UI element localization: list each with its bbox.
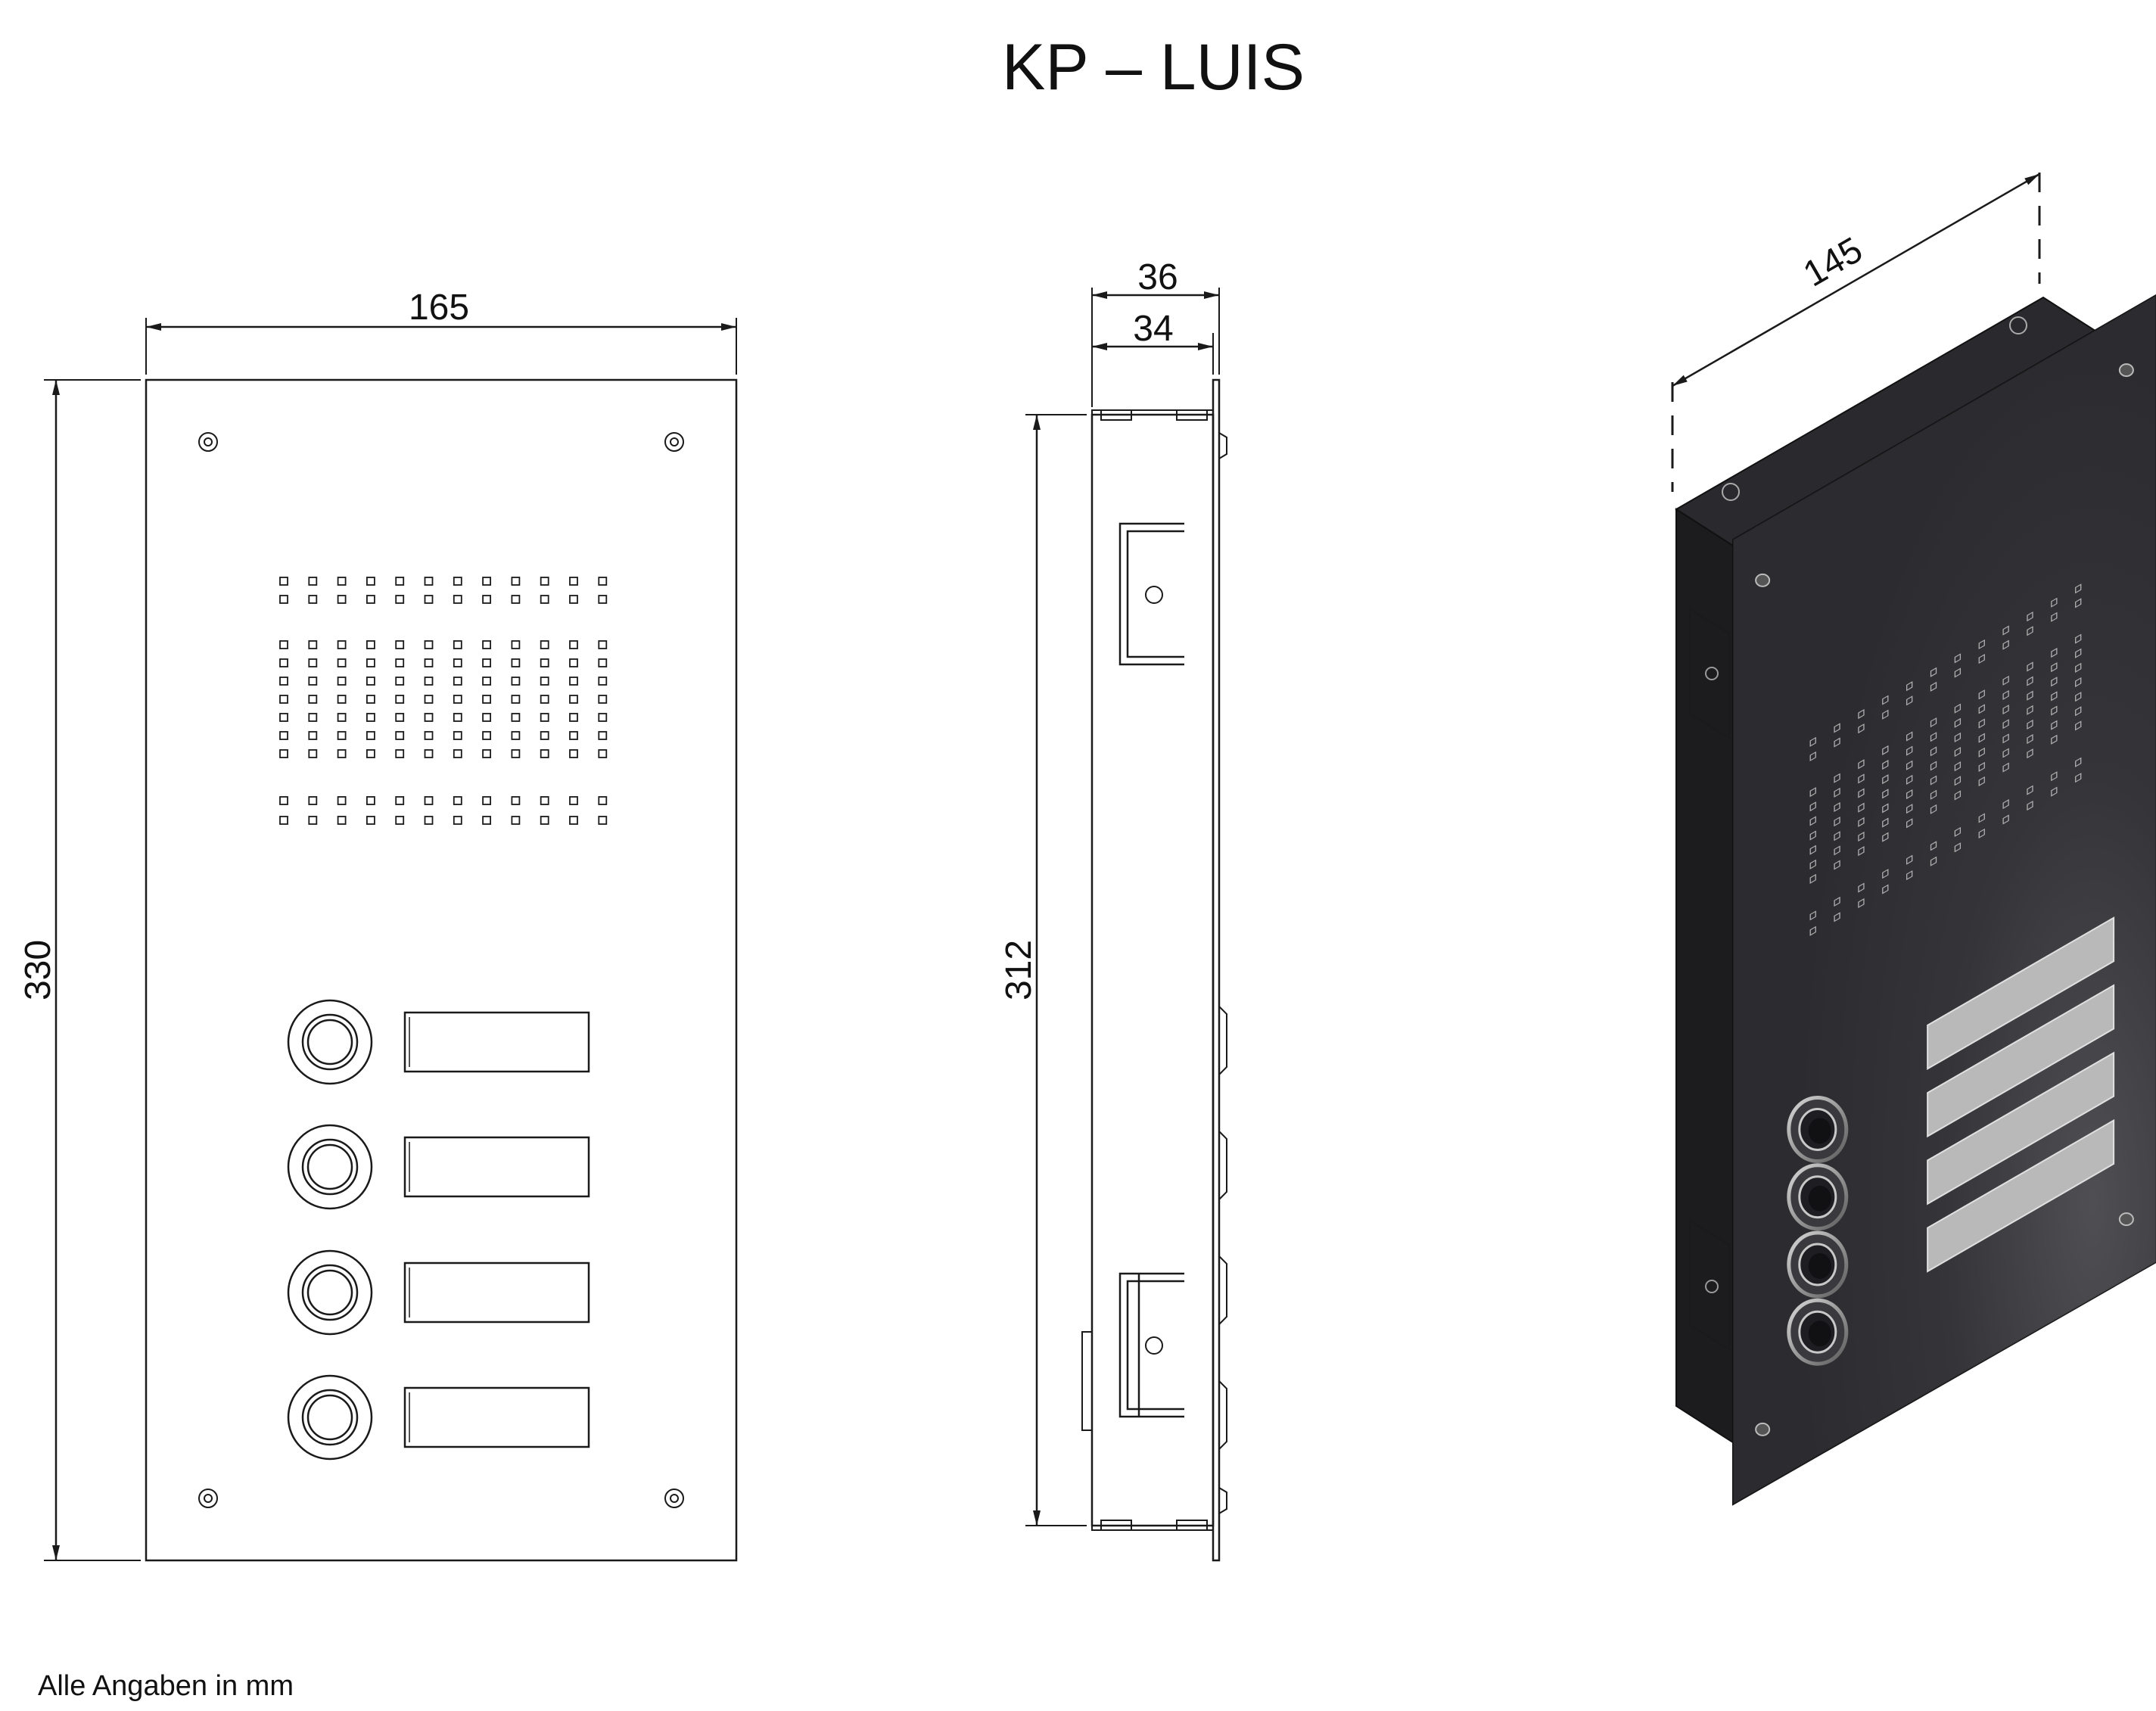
iso-screw-icon (2118, 1212, 2134, 1227)
screw-icon (664, 1489, 684, 1508)
housing-height-label: 312 (999, 940, 1039, 1000)
speaker-grille (279, 577, 608, 825)
front-panel-outline (145, 378, 738, 1562)
screw-icon (198, 432, 218, 452)
iso-screw-icon (2118, 363, 2134, 378)
iso-bell-button (1787, 1095, 1849, 1163)
drawing-title: KP – LUIS (1002, 31, 1305, 104)
side-housing (1090, 413, 1215, 1527)
name-plates (403, 1011, 590, 1448)
name-plate (403, 1011, 590, 1073)
mounting-clip-top (1118, 522, 1184, 666)
side-button-bumps (1218, 432, 1227, 1514)
iso-name-plate (1927, 1118, 2115, 1273)
name-plate (403, 1261, 590, 1324)
iso-bell-button (1787, 1298, 1849, 1366)
iso-name-plates (1927, 916, 2115, 1273)
iso-length-label: 145 (1797, 230, 1869, 295)
bell-button (287, 1249, 373, 1336)
bell-button (287, 999, 373, 1085)
screw-icon (198, 1489, 218, 1508)
iso-screw-icon (1755, 1422, 1771, 1436)
front-view: 165 330 (18, 288, 738, 1562)
screw-icon (664, 432, 684, 452)
iso-name-plate (1927, 916, 2115, 1071)
iso-name-plate (1927, 984, 2115, 1138)
name-plate (403, 1136, 590, 1198)
bell-buttons (287, 999, 373, 1461)
iso-bell-button (1787, 1163, 1849, 1231)
footer-note: Alle Angaben in mm (38, 1670, 294, 1702)
bell-button (287, 1124, 373, 1210)
housing-height-dimension: 312 (999, 414, 1087, 1526)
iso-screw-icon (1755, 573, 1771, 587)
housing-depth-dimension: 34 (1092, 309, 1214, 375)
width-dimension-label: 165 (409, 288, 469, 328)
iso-screws (1755, 363, 2134, 1436)
iso-view: 145 (1671, 173, 2156, 1506)
iso-bell-button (1787, 1230, 1849, 1299)
width-dimension: 165 (145, 288, 737, 375)
iso-name-plate (1927, 1051, 2115, 1205)
front-screws (198, 432, 684, 1508)
side-view: 36 34 312 (999, 257, 1227, 1562)
iso-bell-buttons (1787, 1095, 1849, 1366)
mounting-clip-bottom (1118, 1272, 1184, 1418)
bell-button (287, 1374, 373, 1461)
iso-speaker-grille (1809, 583, 2082, 936)
height-dimension-label: 330 (18, 940, 58, 1000)
iso-housing-side (1675, 508, 1736, 1445)
height-dimension: 330 (18, 379, 141, 1561)
total-depth-dimension: 36 (1091, 257, 1220, 407)
total-depth-label: 36 (1137, 257, 1178, 297)
housing-depth-label: 34 (1133, 309, 1173, 349)
name-plate (403, 1386, 590, 1448)
